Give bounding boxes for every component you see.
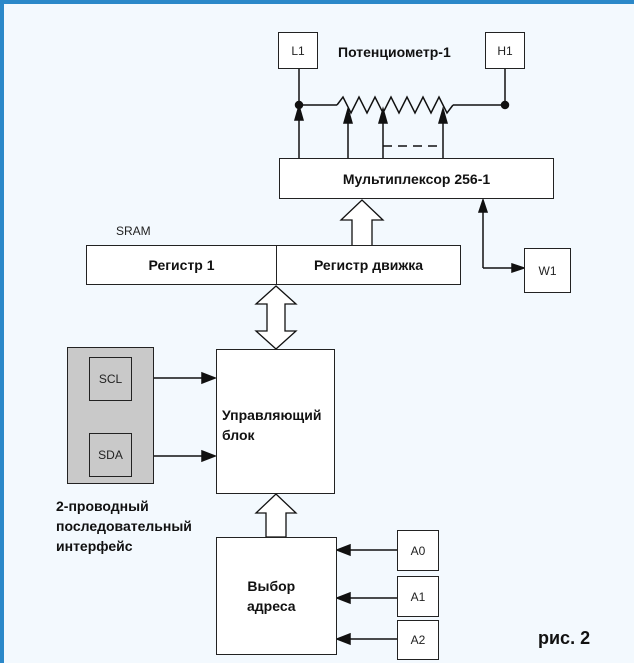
- multiplexer-block: Мультиплексор 256-1: [279, 158, 554, 199]
- potentiometer-wires: [294, 69, 510, 115]
- resistor-zigzag: [336, 95, 454, 115]
- wiper-taps: [294, 103, 448, 158]
- control-block-label: Управляющий блок: [222, 405, 321, 445]
- multiplexer-label: Мультиплексор 256-1: [342, 170, 491, 187]
- address-arrows: [334, 543, 397, 646]
- pin-a1: A1: [397, 576, 439, 617]
- w1-connection: [477, 197, 527, 274]
- address-select-line-2: адреса: [247, 598, 296, 614]
- pin-a0: A0: [397, 530, 439, 571]
- pin-l1: L1: [278, 32, 318, 69]
- interface-caption-line-3: интерфейс: [56, 538, 133, 554]
- control-block: Управляющий блок: [216, 349, 335, 494]
- pin-h1-label: H1: [497, 43, 513, 58]
- register-1-block: Регистр 1: [86, 245, 277, 285]
- register-1-label: Регистр 1: [148, 257, 215, 273]
- bus-arrow-register-to-mux: [339, 199, 385, 247]
- interface-caption: 2-проводный последовательный интерфейс: [56, 496, 192, 556]
- pin-w1-label: W1: [538, 263, 557, 278]
- wiper-register-label: Регистр движка: [313, 257, 424, 273]
- pin-l1-label: L1: [291, 43, 305, 58]
- control-block-line-1: Управляющий: [222, 407, 322, 423]
- pin-a0-label: A0: [410, 543, 426, 558]
- address-select-block: Выбор адреса: [216, 537, 337, 655]
- pin-a1-label: A1: [410, 589, 426, 604]
- bus-arrow-address-to-control: [254, 493, 298, 538]
- interface-arrows: [154, 371, 218, 463]
- pin-a2: A2: [397, 620, 439, 660]
- interface-caption-line-2: последовательный: [56, 518, 192, 534]
- pin-sda-label: SDA: [98, 448, 123, 462]
- wiper-register-block: Регистр движка: [276, 245, 461, 285]
- pin-a2-label: A2: [410, 633, 426, 647]
- bus-arrow-register-to-control: [254, 285, 298, 350]
- pin-h1: H1: [485, 32, 525, 69]
- potentiometer-title: Потенциометр-1: [338, 44, 451, 60]
- address-select-label: Выбор адреса: [247, 576, 296, 616]
- interface-caption-line-1: 2-проводный: [56, 498, 149, 514]
- pin-sda: SDA: [89, 433, 132, 477]
- address-select-line-1: Выбор: [247, 578, 296, 594]
- pin-scl: SCL: [89, 357, 132, 401]
- figure-caption: рис. 2: [538, 628, 591, 648]
- control-block-line-2: блок: [222, 427, 255, 443]
- pin-w1: W1: [524, 248, 571, 293]
- pin-scl-label: SCL: [98, 372, 123, 386]
- sram-label: SRAM: [116, 224, 151, 238]
